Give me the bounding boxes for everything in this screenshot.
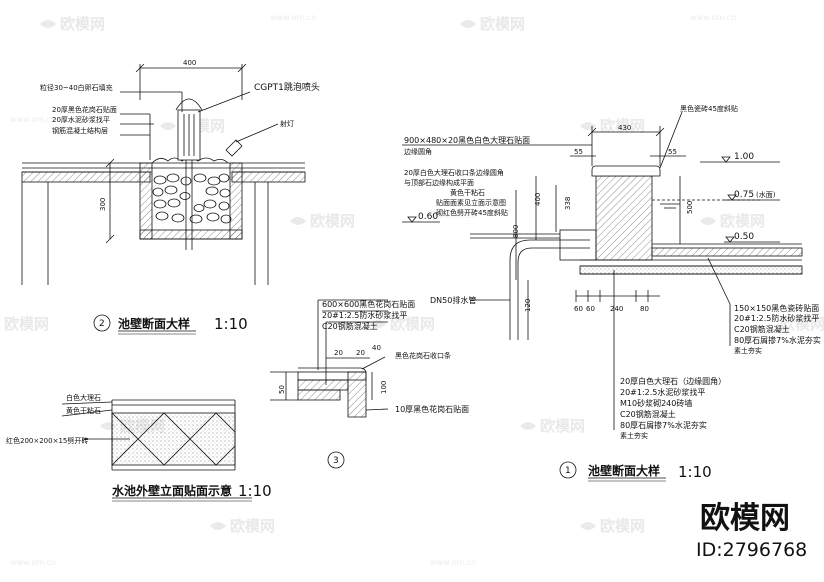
label-r1: 150×150黑色瓷砖贴面: [734, 303, 819, 313]
label-yellowstone: 黄色干粘石: [66, 406, 101, 415]
dim-60b: 60: [586, 305, 595, 313]
detail-1-title: 池壁断面大样: [588, 463, 660, 478]
label-side4: 贴面面素见立面示意图: [436, 198, 506, 207]
label-cgpt: CGPT1跳泡喷头: [254, 81, 320, 93]
dim-400: 400: [534, 193, 542, 206]
label-marble: 白色大理石: [66, 393, 101, 402]
label-pebble: 粒径30~40白卵石填充: [40, 83, 113, 92]
elevation-scale: 1:10: [238, 482, 272, 500]
dim-d3-20b: 20: [356, 349, 365, 357]
detail-3-number: 3: [333, 456, 339, 466]
dim-800: 800: [512, 225, 520, 238]
dim-60a: 60: [574, 305, 583, 313]
detail-2-section: [21, 63, 306, 285]
watermark-text: 欧模网: [480, 15, 525, 33]
watermark-text: 欧模网: [310, 212, 355, 230]
watermark-text: 欧模网: [720, 212, 765, 230]
watermark-site: www.om.cn: [690, 13, 736, 22]
nozzle: [175, 98, 203, 250]
label-b6: 素土夯实: [620, 431, 648, 440]
label-d3-1: 600×600黑色花岗石贴面: [322, 299, 415, 309]
label-d3-5: 10厚黑色花岗石贴面: [395, 404, 469, 414]
elev-050: 0.50: [734, 232, 754, 242]
detail-scale: 1:10: [214, 315, 248, 333]
label-side1: 20厚白色大理石收口条边缘圆角: [404, 168, 504, 177]
watermark-text: 欧模网: [600, 117, 645, 135]
detail-1-scale: 1:10: [678, 463, 712, 481]
label-cap2: 边缘圆角: [404, 147, 432, 156]
elev-water: (水面): [756, 190, 776, 199]
label-mortar: 20厚水泥砂浆找平: [52, 115, 110, 124]
elevation-section: [61, 399, 236, 471]
watermark-site: www.om.cn: [270, 13, 316, 22]
dim-55b: 55: [668, 148, 677, 156]
label-side3: 黄色干粘石: [450, 188, 485, 197]
dim-80: 80: [640, 305, 649, 313]
detail-2-title: 2 池壁断面大样 1:10: [93, 314, 248, 335]
label-tile: 红色200×200×15劈开砖: [6, 436, 88, 445]
watermark-site: www.om.cn: [10, 115, 56, 124]
label-r3: C20钢筋混凝土: [734, 324, 790, 334]
label-b4: C20钢筋混凝土: [620, 409, 676, 419]
dim-d3-100: 100: [380, 381, 388, 394]
label-side2: 与顶部石边缘构成平面: [404, 178, 474, 187]
label-side5: 砌红色劈开砖45度斜贴: [436, 208, 508, 217]
label-b2: 20#1:2.5水泥砂浆找平: [620, 387, 705, 397]
elev-060: 0.60: [418, 212, 438, 222]
label-light: 射灯: [280, 119, 294, 128]
label-d3-3: C20钢筋混凝土: [322, 321, 378, 331]
dim-120: 120: [524, 299, 532, 312]
detail-number: 2: [99, 319, 105, 329]
label-concrete: 钢筋混凝土结构层: [52, 126, 108, 135]
elev-075: 0.75: [734, 190, 754, 200]
detail-1-section: [402, 111, 803, 479]
dim-338: 338: [564, 197, 572, 210]
dim-d3-20a: 20: [334, 349, 343, 357]
detail-1-labels: 黑色瓷砖45度斜贴 900×480×20黑色白色大理石贴面 边缘圆角 20厚白色…: [404, 104, 821, 482]
label-cap: 900×480×20黑色白色大理石贴面: [404, 135, 530, 145]
watermark-text: 欧模网: [230, 517, 275, 535]
label-granite: 20厚黑色花岗石贴面: [52, 105, 117, 114]
label-b1: 20厚白色大理石（边缘圆角）: [620, 376, 726, 386]
dim-d3-40: 40: [372, 344, 381, 352]
watermark-site: www.om.cn: [430, 211, 476, 220]
watermark-site: www.om.cn: [10, 558, 56, 567]
label-r4: 80厚石屑掺7%水泥夯实: [734, 335, 821, 345]
brand-id: ID:2796768: [696, 539, 807, 561]
watermark-text: 欧模网: [4, 315, 49, 333]
detail-title: 池壁断面大样: [118, 316, 190, 331]
spotlight: [225, 139, 243, 157]
dim-d3-50: 50: [278, 385, 286, 394]
detail-3-section: [270, 299, 389, 469]
label-pipe: DN50排水管: [430, 295, 476, 305]
watermark-text: 欧模网: [540, 417, 585, 435]
detail-3-labels: 600×600黑色花岗石贴面 20#1:2.5防水砂浆找平 C20钢筋混凝土 黑…: [278, 299, 469, 466]
dim-400: 400: [183, 59, 196, 67]
label-b5: 80厚石屑掺7%水泥夯实: [620, 420, 707, 430]
watermark-text: 欧模网: [780, 315, 824, 333]
label-r2: 20#1:2.5防水砂浆找平: [734, 313, 819, 323]
watermark-site: www.om.cn: [430, 558, 476, 567]
watermark-text: 欧模网: [60, 15, 105, 33]
label-d3-2: 20#1:2.5防水砂浆找平: [322, 310, 407, 320]
label-drain: 黑色瓷砖45度斜贴: [680, 104, 738, 113]
dim-240: 240: [610, 305, 623, 313]
brand-block: 欧模网 ID:2796768: [696, 501, 807, 561]
watermark-text: 欧模网: [600, 517, 645, 535]
dim-430: 430: [618, 124, 631, 132]
detail-1-number: 1: [565, 466, 571, 476]
elev-100: 1.00: [734, 152, 754, 162]
elevation-title: 水池外壁立面贴面示意: [112, 483, 232, 498]
label-d3-4: 黑色花岗石收口条: [395, 351, 451, 360]
elevation-labels: 白色大理石 黄色干粘石 红色200×200×15劈开砖 水池外壁立面贴面示意 1…: [6, 393, 272, 502]
dim-300: 300: [99, 198, 107, 211]
dim-500: 500: [686, 201, 694, 214]
brand-logo: 欧模网: [700, 501, 790, 536]
watermark-text: 欧模网: [390, 315, 435, 333]
detail-2-labels: 400 300 粒径30~40白卵石填充 CGPT1跳泡喷头 20厚黑色花岗石贴…: [40, 59, 320, 335]
label-r5: 素土夯实: [734, 346, 762, 355]
dim-55a: 55: [574, 148, 583, 156]
label-b3: M10砂浆砌240砖墙: [620, 398, 692, 408]
